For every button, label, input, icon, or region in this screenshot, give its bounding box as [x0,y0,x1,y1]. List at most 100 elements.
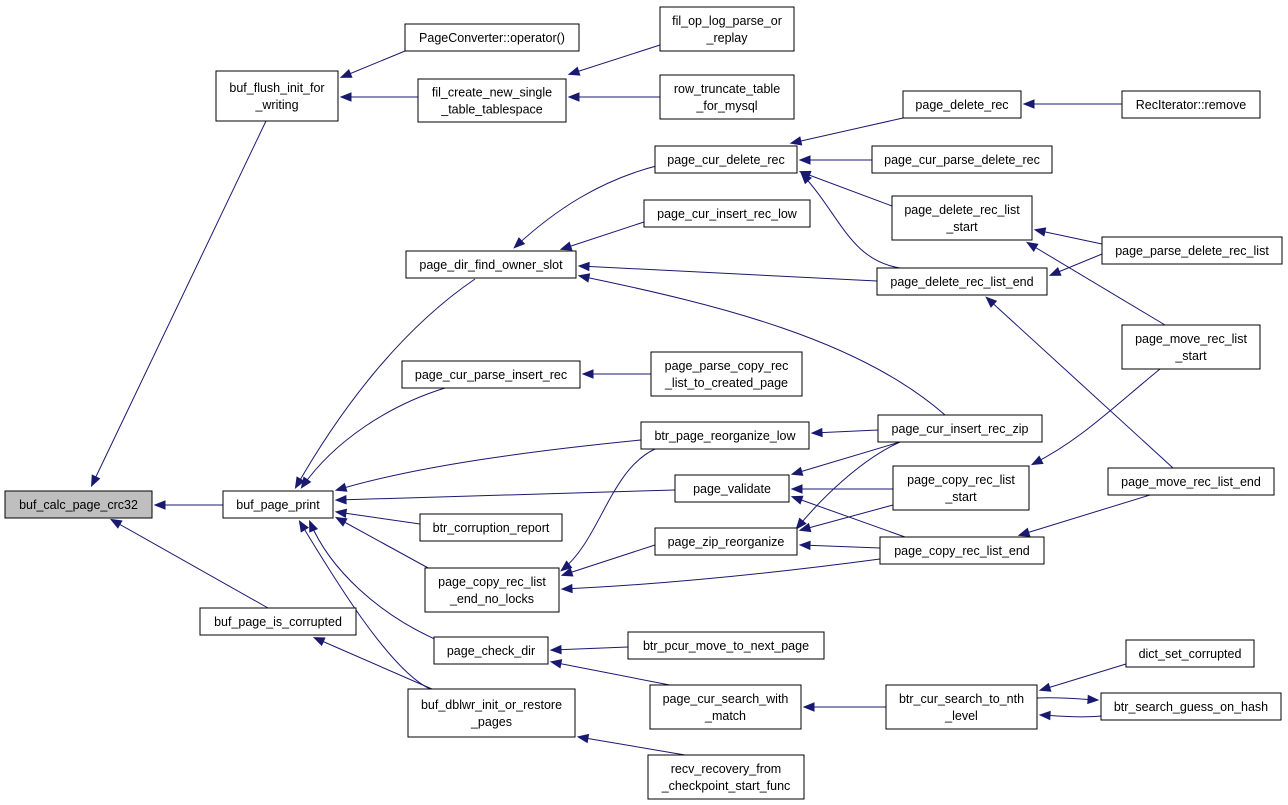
edge-page_cur_delete_rec-to-page_dir_find_owner_slot [513,164,661,249]
node-label: _start [944,490,977,504]
node-page_cur_insert_rec_low[interactable]: page_cur_insert_rec_low [643,199,811,228]
node-row_truncate_table_for_mysql[interactable]: row_truncate_table_for_mysql [659,74,795,120]
edge-page_copy_rec_list_end-to-page_zip_reorganize [798,540,881,551]
arrow-head-icon [153,500,166,510]
edge-line [578,736,686,756]
node-box [401,360,581,389]
node-label: _for_mysql [695,99,757,113]
node-page_move_rec_list_start[interactable]: page_move_rec_list_start [1121,324,1261,370]
node-dict_set_corrupted[interactable]: dict_set_corrupted [1125,639,1255,668]
edge-line [295,278,476,488]
arrow-head-icon [513,237,526,249]
arrow-head-icon [985,296,998,308]
edge-page_zip_reorganize-to-page_copy_rec_list_end_no_locks [560,544,656,577]
edge-page_cur_search_with_match-to-page_check_dir [549,659,681,688]
edge-page_dir_find_owner_slot-to-buf_page_print [294,278,476,490]
node-box [892,465,1030,511]
edge-btr_pcur_move_to_next_page-to-page_check_dir [549,644,629,655]
node-page_cur_parse_insert_rec[interactable]: page_cur_parse_insert_rec [401,360,581,389]
node-box [871,145,1053,174]
edge-btr_cur_search_to_nth_level-to-page_cur_search_with_match [802,702,886,712]
node-fil_create_new_single_table_tablespace[interactable]: fil_create_new_single_table_tablespace [417,78,567,123]
node-btr_search_guess_on_hash[interactable]: btr_search_guess_on_hash [1100,692,1282,721]
arrow-head-icon [549,659,563,669]
node-label: _checkpoint_start_func [661,779,791,793]
node-label: page_cur_delete_rec [667,153,784,167]
arrow-head-icon [800,172,812,185]
arrow-head-icon [790,466,804,476]
edge-line [336,511,421,525]
node-buf_page_print[interactable]: buf_page_print [222,490,334,519]
node-buf_page_is_corrupted[interactable]: buf_page_is_corrupted [199,607,357,636]
edge-line [1027,242,1166,326]
node-page_cur_delete_rec[interactable]: page_cur_delete_rec [654,145,798,174]
node-page_move_rec_list_end[interactable]: page_move_rec_list_end [1107,467,1275,496]
node-label: page_copy_rec_list [907,473,1015,487]
node-pageconverter_operator[interactable]: PageConverter::operator() [404,23,580,52]
node-page_delete_rec[interactable]: page_delete_rec [902,90,1022,119]
edge-line [1040,663,1127,691]
arrow-head-icon [109,518,123,529]
node-label: _start [945,220,978,234]
node-page_check_dir[interactable]: page_check_dir [433,636,549,665]
node-page_validate[interactable]: page_validate [674,474,790,503]
arrow-head-icon [581,369,594,379]
node-page_cur_search_with_match[interactable]: page_cur_search_with_match [649,684,802,730]
node-page_cur_insert_rec_zip[interactable]: page_cur_insert_rec_zip [877,414,1043,443]
arrow-head-icon [334,516,348,527]
node-buf_flush_init_for_writing[interactable]: buf_flush_init_for_writing [215,70,339,122]
edge-page_cur_insert_rec_low-to-page_dir_find_owner_slot [559,221,645,251]
node-page_dir_find_owner_slot[interactable]: page_dir_find_owner_slot [405,250,577,279]
node-btr_page_reorganize_low[interactable]: btr_page_reorganize_low [640,421,810,450]
edge-line [562,544,656,576]
node-box [649,684,802,730]
node-page_cur_parse_delete_rec[interactable]: page_cur_parse_delete_rec [871,145,1053,174]
node-label: buf_page_print [236,498,320,512]
edge-line [1032,368,1161,465]
edge-line [301,387,446,488]
node-page_copy_rec_list_end_no_locks[interactable]: page_copy_rec_list_end_no_locks [424,567,560,613]
arrow-head-icon [90,474,101,488]
nodes-layer: buf_calc_page_crc32 buf_flush_init_for_wr… [4,6,1283,800]
arrow-head-icon [810,427,823,438]
edge-page_copy_rec_list_start-to-page_zip_reorganize [798,504,894,533]
edge-line [551,661,681,688]
node-btr_corruption_report[interactable]: btr_corruption_report [419,513,563,542]
arrow-head-icon [1017,527,1031,537]
node-box [433,636,549,665]
node-page_delete_rec_list_end[interactable]: page_delete_rec_list_end [876,267,1048,296]
node-page_zip_reorganize[interactable]: page_zip_reorganize [654,527,798,556]
edge-btr_page_reorganize_low-to-page_copy_rec_list_end_no_locks [560,448,656,572]
arrow-head-icon [1033,227,1047,237]
edge-btr_cur_search_to_nth_level-to-btr_search_guess_on_hash [1036,694,1100,705]
arrow-head-icon [300,476,312,489]
edge-page_copy_rec_list_end_no_locks-to-buf_page_print [334,516,431,570]
edge-line [792,441,901,475]
arrow-head-icon [1087,694,1100,705]
edge-fil_create_new_single_table_tablespace-to-buf_flush_init_for_writing [339,92,418,102]
node-buf_dblwr_init_or_restore_pages[interactable]: buf_dblwr_init_or_restore_pages [407,688,576,738]
node-box [1101,236,1283,265]
edge-page_move_rec_list_end-to-page_copy_rec_list_end [1017,494,1151,537]
node-page_parse_delete_rec_list[interactable]: page_parse_delete_rec_list [1101,236,1283,265]
node-page_copy_rec_list_start[interactable]: page_copy_rec_list _start [892,465,1030,511]
node-box [407,688,576,738]
node-label: page_zip_reorganize [668,535,785,549]
node-label: _list_to_created_page [664,376,788,390]
node-label: page_copy_rec_list_end [894,544,1030,558]
node-page_copy_rec_list_end[interactable]: page_copy_rec_list_end [879,536,1045,565]
node-btr_pcur_move_to_next_page[interactable]: btr_pcur_move_to_next_page [627,631,825,660]
node-reciterator_remove[interactable]: RecIterator::remove [1121,90,1261,119]
node-page_parse_copy_rec_list_to_created_page[interactable]: page_parse_copy_rec_list_to_created_page [650,351,803,397]
arrow-head-icon [567,66,581,76]
node-box [650,351,803,397]
node-box [659,74,795,120]
node-btr_cur_search_to_nth_level[interactable]: btr_cur_search_to_nth_level [885,684,1038,730]
node-fil_op_log_parse_or_replay[interactable]: fil_op_log_parse_or_replay [659,6,795,52]
node-recv_recovery_from_checkpoint_start_func[interactable]: recv_recovery_from_checkpoint_start_func [647,754,805,800]
node-box [1125,639,1255,668]
node-box [4,490,153,519]
node-page_delete_rec_list_start[interactable]: page_delete_rec_list_start [891,195,1033,241]
node-buf_calc_page_crc32[interactable]: buf_calc_page_crc32 [4,490,153,519]
node-box [877,414,1043,443]
